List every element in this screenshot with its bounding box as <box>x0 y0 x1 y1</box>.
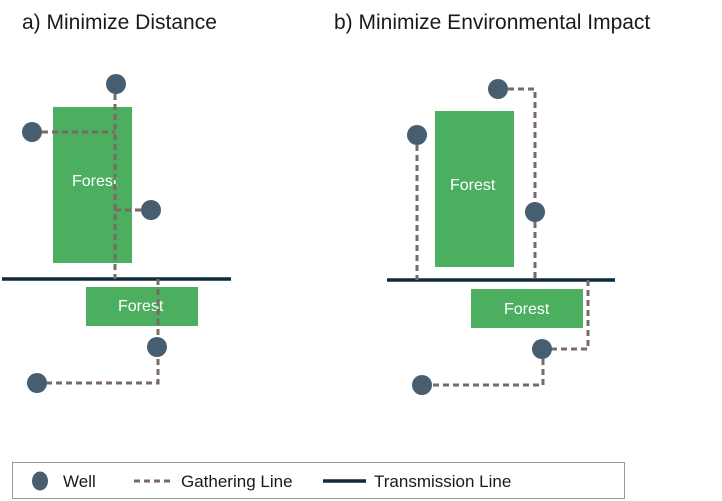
panel-a-title: a) Minimize Distance <box>22 11 217 34</box>
well-icon <box>488 79 508 99</box>
well-icon <box>147 337 167 357</box>
legend-transmission-line-label: Transmission Line <box>374 472 511 491</box>
legend-well-icon <box>32 471 48 491</box>
well-icon <box>407 125 427 145</box>
legend-gathering-line-label: Gathering Line <box>181 472 293 491</box>
gathering-line <box>37 279 160 385</box>
panel-a: a) Minimize Distance Forest Forest <box>2 11 231 393</box>
well-icon <box>106 74 126 94</box>
panel-b-title: b) Minimize Environmental Impact <box>334 11 650 34</box>
panel-b: b) Minimize Environmental Impact Forest … <box>334 11 650 395</box>
gathering-line <box>422 349 545 387</box>
legend: Well Gathering Line Transmission Line <box>12 462 625 499</box>
gathering-line <box>542 280 590 351</box>
forest-label: Forest <box>450 177 496 194</box>
forest-label: Forest <box>72 173 118 190</box>
forest-area <box>86 287 198 326</box>
well-icon <box>27 373 47 393</box>
forest-area <box>435 111 514 267</box>
legend-box <box>12 462 625 499</box>
well-icon <box>412 375 432 395</box>
well-icon <box>525 202 545 222</box>
legend-well-label: Well <box>63 472 96 491</box>
forest-label: Forest <box>504 301 550 318</box>
well-icon <box>22 122 42 142</box>
forest-area <box>471 289 583 328</box>
well-icon <box>141 200 161 220</box>
forest-label: Forest <box>118 298 164 315</box>
well-icon <box>532 339 552 359</box>
